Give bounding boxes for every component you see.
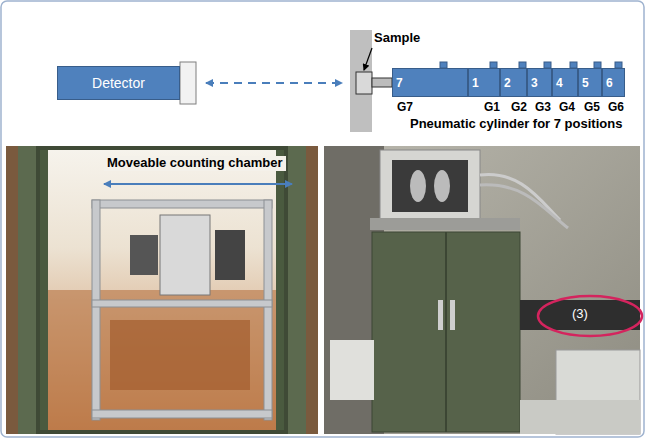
caption-label: Pneumatic cylinder for 7 positions — [410, 117, 622, 132]
position-label: G7 — [397, 101, 413, 115]
node-text: 2 — [504, 76, 511, 90]
position-label: G6 — [608, 101, 624, 115]
node-text: 6 — [606, 76, 613, 90]
position-label: G4 — [559, 101, 575, 115]
node-text: 3 — [531, 76, 538, 90]
part-label: Moveable counting chamber — [104, 156, 286, 171]
detector-box: Detector — [57, 66, 180, 100]
node-text: Detector — [92, 75, 145, 91]
cylinder-segment: 2 — [500, 68, 527, 97]
cylinder-segment: 6 — [602, 68, 625, 97]
cylinder-segment: 4 — [552, 68, 578, 97]
cylinder-segment: 7 — [392, 68, 468, 97]
position-label: G3 — [535, 101, 551, 115]
node-text: 4 — [556, 76, 563, 90]
position-label: G2 — [511, 101, 527, 115]
cylinder-segment: 1 — [468, 68, 500, 97]
position-label: G1 — [484, 101, 500, 115]
cylinder-segment: 3 — [527, 68, 552, 97]
position-label: G5 — [584, 101, 600, 115]
node-text: 1 — [472, 76, 479, 90]
node-text: 7 — [396, 76, 403, 90]
sample-label: Sample — [374, 31, 420, 46]
node-text: 5 — [582, 76, 589, 90]
callout-number: (3) — [572, 307, 588, 322]
cylinder-segment: 5 — [578, 68, 602, 97]
